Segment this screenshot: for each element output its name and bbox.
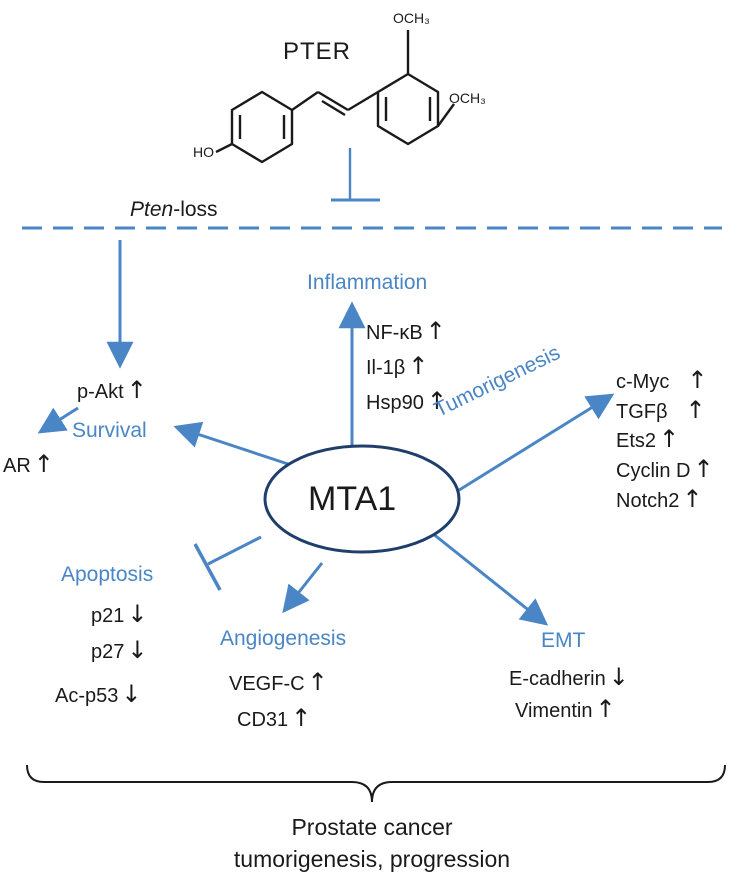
outcome-line-2: tumorigenesis, progression [233,846,511,872]
pten-loss-suffix: -loss [173,198,218,221]
mta1-inhibits-apoptosis-line [207,535,262,566]
mta1-to-tumorigenesis-arrow [455,393,615,494]
pten-loss-label: Pten-loss [130,199,218,220]
och3-right-label: OCH₃ [449,90,486,106]
pter-label: PTER [283,38,352,65]
angiogenesis-marker-1: VEGF-C↑ [229,668,328,696]
mta1-to-emt-arrow [431,531,549,626]
mta1-inhibits-apoptosis-bar [193,543,222,591]
mta1-label: MTA1 [308,480,397,518]
apoptosis-marker-1: p21↓ [91,600,148,628]
mta1-to-survival-arrow [173,421,289,466]
tumorigenesis-marker-4: Cyclin D↑ [616,455,714,483]
angiogenesis-title: Angiogenesis [220,627,347,650]
och3-top-label: OCH₃ [393,10,430,26]
mta1-to-angiogenesis-arrow [282,562,324,614]
survival-marker-ar: AR↑ [3,450,54,478]
emt-marker-2: Vimentin↑ [515,695,616,723]
mta1-ellipse [263,444,461,554]
apoptosis-marker-3: Ac-p53↓ [55,680,142,708]
survival-marker-pakt: p-Akt↑ [77,376,147,404]
tumorigenesis-marker-3: Ets2↑ [616,425,680,453]
inflammation-title: Inflammation [307,271,428,294]
akt-to-ar-arrow [37,406,79,434]
tumorigenesis-marker-2: TGFβ↑ [616,396,706,424]
dimethoxy-ring [376,72,440,146]
bottom-brace [26,764,726,803]
inflammation-marker-1: NF-κB↑ [366,317,446,345]
ho-label: HO [193,144,214,160]
survival-title: Survival [72,419,147,442]
tumorigenesis-marker-5: Notch2↑ [616,485,703,513]
pten-gene-italic: Pten [130,198,174,221]
angiogenesis-marker-2: CD31↑ [237,704,312,732]
pter-structure [215,30,455,202]
emt-title: EMT [541,629,586,652]
tumorigenesis-marker-1: c-Myc↑ [616,366,708,394]
inflammation-marker-3: Hsp90↑ [366,387,447,415]
inflammation-marker-2: Il-1β↑ [366,352,429,380]
outcome-line-1: Prostate cancer [291,814,453,840]
apoptosis-marker-2: p27↓ [91,636,148,664]
emt-marker-1: E-cadherin↓ [509,663,629,691]
apoptosis-title: Apoptosis [61,563,154,586]
